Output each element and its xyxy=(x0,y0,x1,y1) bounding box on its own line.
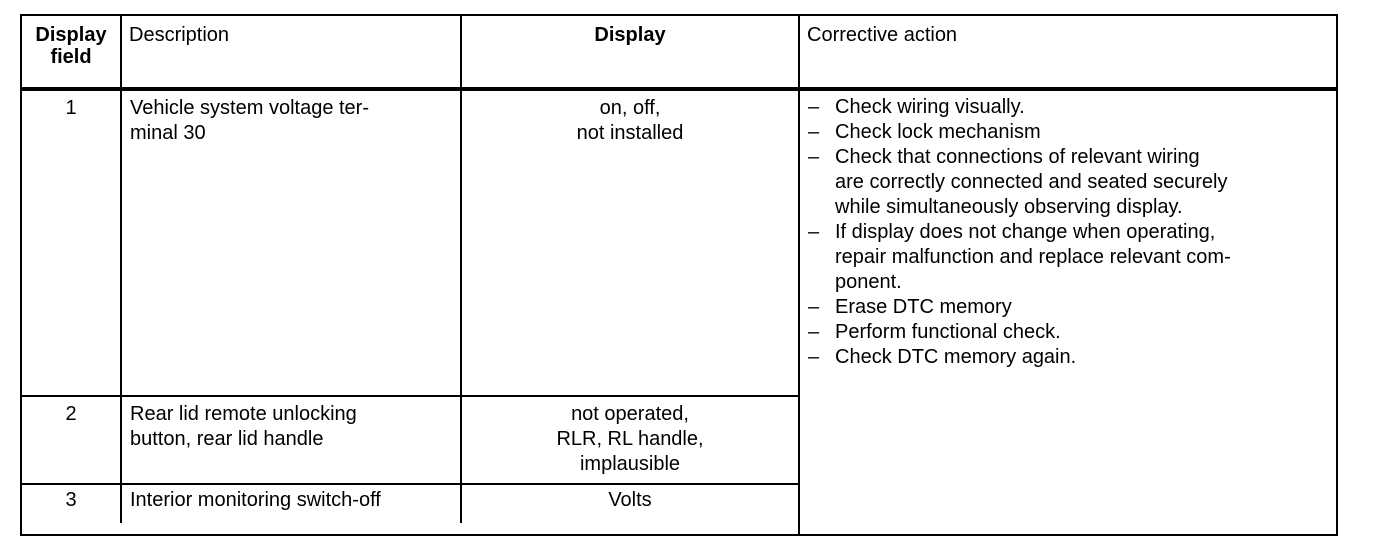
table-row: 1 Vehicle system voltage ter- minal 30 o… xyxy=(22,91,798,395)
display-value-line: RLR, RL handle, xyxy=(556,428,704,450)
column-header-display-field-line2: field xyxy=(50,46,92,68)
cell-description: Interior monitoring switch-off xyxy=(122,485,462,523)
list-item: – Perform functional check. xyxy=(808,320,1328,345)
cell-display-value: on, off, not installed xyxy=(462,91,798,395)
bullet-dash-icon: – xyxy=(808,96,820,118)
description-line: Rear lid remote unlocking xyxy=(130,403,357,425)
cell-display-field: 1 xyxy=(22,91,122,395)
table-row: 3 Interior monitoring switch-off Volts xyxy=(22,483,798,523)
action-line: Erase DTC memory xyxy=(835,296,1012,318)
list-item: – Check that connections of relevant wir… xyxy=(808,145,1328,220)
action-line: Check lock mechanism xyxy=(835,121,1041,143)
column-header-display: Display xyxy=(462,16,800,87)
description-line: minal 30 xyxy=(130,122,206,144)
column-header-display-field-line1: Display xyxy=(35,24,107,46)
action-line: ponent. xyxy=(835,271,902,293)
bullet-dash-icon: – xyxy=(808,146,820,168)
list-item: – Erase DTC memory xyxy=(808,295,1328,320)
column-header-corrective-action: Corrective action xyxy=(807,24,958,46)
list-item: – Check lock mechanism xyxy=(808,120,1328,145)
table-row: 2 Rear lid remote unlocking button, rear… xyxy=(22,395,798,483)
action-line: Check that connections of relevant wirin… xyxy=(835,146,1200,168)
display-value-line: implausible xyxy=(579,453,681,475)
action-line: If display does not change when operatin… xyxy=(835,221,1216,243)
corrective-action-list: – Check wiring visually. – Check lock me… xyxy=(808,95,1328,370)
display-value-line: on, off, xyxy=(599,97,661,119)
description-line: Vehicle system voltage ter- xyxy=(130,97,369,119)
cell-description: Rear lid remote unlocking button, rear l… xyxy=(122,397,462,483)
bullet-dash-icon: – xyxy=(808,121,820,143)
cell-display-value: Volts xyxy=(462,485,798,523)
action-line: Check wiring visually. xyxy=(835,96,1025,118)
cell-corrective-action: – Check wiring visually. – Check lock me… xyxy=(800,91,1336,534)
display-value-line: not operated, xyxy=(571,403,689,425)
description-line: Interior monitoring switch-off xyxy=(130,489,381,511)
cell-display-field: 2 xyxy=(22,397,122,483)
cell-description: Vehicle system voltage ter- minal 30 xyxy=(122,91,462,395)
cell-display-field: 3 xyxy=(22,485,122,523)
action-line: Check DTC memory again. xyxy=(835,346,1077,368)
action-line: while simultaneously observing display. xyxy=(835,196,1183,218)
bullet-dash-icon: – xyxy=(808,321,820,343)
column-header-display-field: Display field xyxy=(22,16,122,87)
table-header-row: Display field Description Display Correc… xyxy=(22,16,1336,91)
display-value-line: Volts xyxy=(608,489,652,511)
cell-display-value: not operated, RLR, RL handle, implausibl… xyxy=(462,397,798,483)
bullet-dash-icon: – xyxy=(808,221,820,243)
diagnostic-table: Display field Description Display Correc… xyxy=(20,14,1338,536)
display-value-line: not installed xyxy=(576,122,684,144)
table-left-columns: 1 Vehicle system voltage ter- minal 30 o… xyxy=(22,91,800,534)
column-header-description: Description xyxy=(122,16,462,87)
action-line: are correctly connected and seated secur… xyxy=(835,171,1228,193)
list-item: – Check DTC memory again. xyxy=(808,345,1328,370)
list-item: – Check wiring visually. xyxy=(808,95,1328,120)
action-line: Perform functional check. xyxy=(835,321,1061,343)
table-body: 1 Vehicle system voltage ter- minal 30 o… xyxy=(22,91,1336,534)
description-line: button, rear lid handle xyxy=(130,428,324,450)
bullet-dash-icon: – xyxy=(808,296,820,318)
action-line: repair malfunction and replace relevant … xyxy=(835,246,1231,268)
list-item: – If display does not change when operat… xyxy=(808,220,1328,295)
bullet-dash-icon: – xyxy=(808,346,820,368)
